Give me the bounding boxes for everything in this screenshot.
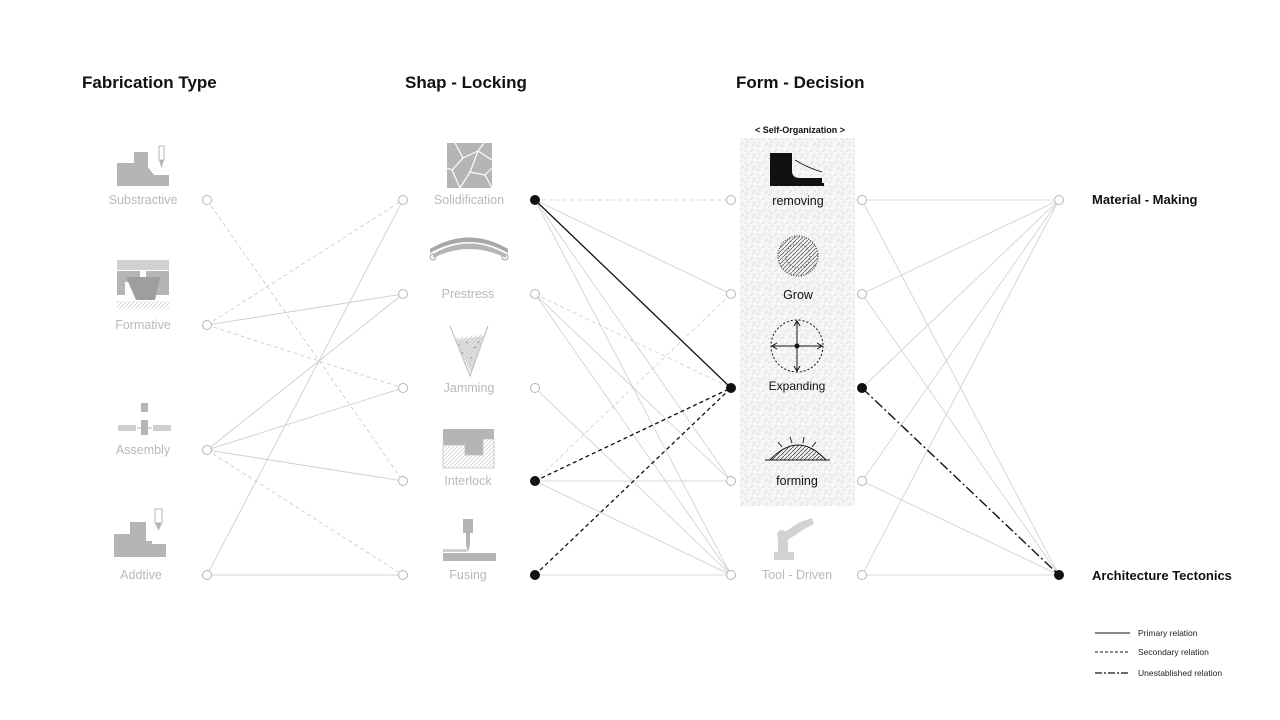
legend-unestablished-label: Unestablished relation — [1138, 668, 1223, 678]
label-grow: Grow — [783, 288, 813, 302]
label-tool-driven: Tool - Driven — [761, 568, 833, 582]
addtive-icon — [114, 508, 166, 557]
fabrication-nodes — [202, 195, 212, 580]
heading-shape-locking: Shap - Locking — [405, 73, 527, 92]
node-interlock — [530, 476, 540, 486]
fabrication-to-shape-links — [206, 199, 404, 576]
node-addtive — [202, 570, 212, 580]
primary-link-solidification-expanding — [534, 199, 732, 389]
label-fusing: Fusing — [449, 568, 487, 582]
form-left-nodes — [726, 195, 736, 580]
solidification-icon — [446, 142, 493, 189]
node-substractive — [202, 195, 212, 205]
jamming-icon — [449, 325, 489, 378]
node-prestress — [530, 289, 540, 299]
label-interlock: Interlock — [444, 474, 492, 488]
shape-left-nodes — [398, 195, 408, 580]
label-removing: removing — [772, 194, 824, 208]
node-fusing — [530, 570, 540, 580]
node-material-making — [1054, 195, 1064, 205]
outcome-architecture-tectonics: Architecture Tectonics — [1092, 568, 1232, 583]
grow-icon — [777, 235, 819, 277]
self-organization-label: < Self-Organization > — [754, 125, 846, 135]
substractive-icon — [117, 145, 169, 186]
label-jamming: Jamming — [443, 381, 495, 395]
label-formative: Formative — [115, 318, 171, 332]
interlock-icon — [442, 429, 495, 469]
node-expanding-in — [726, 383, 736, 393]
assembly-icon — [118, 403, 171, 435]
highlighted-shape-links — [534, 199, 732, 576]
label-solidification: Solidification — [433, 193, 505, 207]
fusing-icon — [443, 519, 496, 561]
node-expanding-out — [857, 383, 867, 393]
outcome-material-making: Material - Making — [1092, 192, 1198, 207]
form-right-nodes — [857, 195, 867, 580]
legend-secondary-label: Secondary relation — [1138, 647, 1209, 657]
heading-fabrication-type: Fabrication Type — [82, 73, 217, 92]
tool-driven-icon — [774, 518, 814, 560]
node-formative — [202, 320, 212, 330]
label-forming: forming — [776, 474, 818, 488]
legend-swatches — [1095, 632, 1130, 674]
node-architecture-tectonics — [1054, 570, 1064, 580]
shape-right-nodes — [530, 195, 540, 580]
heading-form-decision: Form - Decision — [736, 73, 865, 92]
form-to-outcome-links — [861, 199, 1060, 576]
label-addtive: Addtive — [120, 568, 162, 582]
expanding-icon — [770, 319, 824, 373]
forming-icon — [765, 436, 830, 461]
prestress-icon — [429, 237, 509, 261]
secondary-link-fusing-expanding — [534, 387, 732, 576]
outcome-nodes — [1054, 195, 1064, 580]
label-expanding: Expanding — [768, 379, 826, 393]
unestablished-link-expanding-tectonics — [861, 387, 1060, 576]
shape-to-form-links — [534, 199, 732, 576]
label-assembly: Assembly — [115, 443, 171, 457]
node-solidification — [530, 195, 540, 205]
label-substractive: Substractive — [108, 193, 178, 207]
node-jamming — [530, 383, 540, 393]
formative-icon — [117, 260, 169, 309]
removing-icon — [770, 153, 824, 186]
secondary-link-interlock-expanding — [534, 387, 732, 482]
node-assembly — [202, 445, 212, 455]
label-prestress: Prestress — [441, 287, 495, 301]
legend-primary-label: Primary relation — [1138, 628, 1198, 638]
